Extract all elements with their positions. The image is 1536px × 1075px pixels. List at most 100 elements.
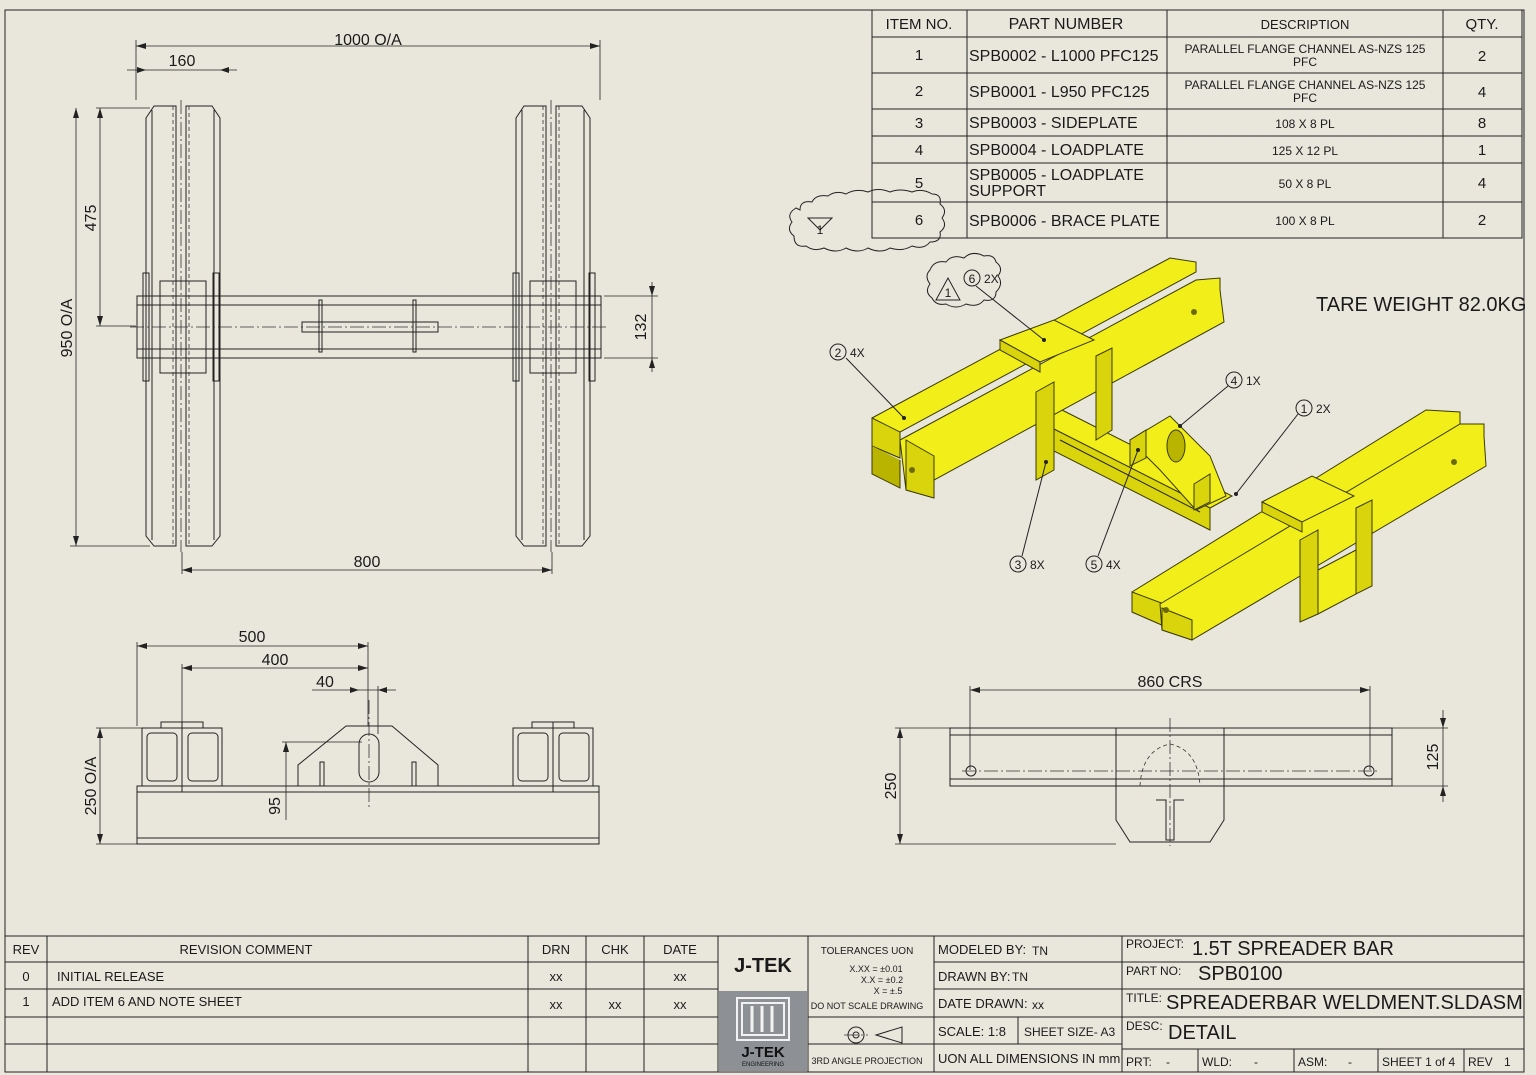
balloon-qty: 1X xyxy=(1246,374,1261,388)
dim-860: 860 CRS xyxy=(1138,674,1203,691)
dim-40: 40 xyxy=(316,674,334,691)
bom-cell: 100 X 8 PL xyxy=(1275,214,1335,228)
part-no-label: PART NO: xyxy=(1126,964,1181,978)
balloon-qty: 8X xyxy=(1030,558,1045,572)
bom-header-part: PART NUMBER xyxy=(1009,16,1124,33)
bom-header-qty: QTY. xyxy=(1465,16,1498,33)
drawn-by-value: TN xyxy=(1012,970,1028,984)
tolerance-line: X.X = ±0.2 xyxy=(861,975,903,985)
logo-text-small: J-TEK xyxy=(741,1044,785,1061)
projection-label: 3RD ANGLE PROJECTION xyxy=(811,1056,922,1066)
logo-text: J-TEK xyxy=(734,955,792,977)
dim-1000: 1000 O/A xyxy=(334,32,402,49)
tolerances-block: TOLERANCES UON X.XX = ±0.01 X.X = ±0.2 X… xyxy=(807,935,935,1073)
rev-cell: xx xyxy=(674,997,688,1012)
bom-cell: PFC xyxy=(1293,55,1317,69)
bom-cell: 4 xyxy=(1478,175,1486,192)
bom-cell: SPB0006 - BRACE PLATE xyxy=(969,213,1160,230)
rev-cell: 1 xyxy=(22,994,29,1009)
bom-cell: SPB0002 - L1000 PFC125 xyxy=(969,48,1159,65)
rev-cell: xx xyxy=(550,997,564,1012)
do-not-scale: DO NOT SCALE DRAWING xyxy=(811,1001,924,1011)
top-view: 1000 O/A 160 475 950 O/A 132 800 xyxy=(59,32,658,574)
wld-value: - xyxy=(1254,1055,1258,1069)
dim-800: 800 xyxy=(354,554,381,571)
sheet-size: SHEET SIZE- A3 xyxy=(1024,1025,1115,1039)
dim-125: 125 xyxy=(1425,744,1442,771)
bom-cell: PARALLEL FLANGE CHANNEL AS-NZS 125 xyxy=(1185,42,1426,56)
balloon-number: 4 xyxy=(1231,374,1238,388)
projection-symbol-icon xyxy=(844,1026,903,1044)
balloon-1: 1 2X xyxy=(1234,399,1331,496)
rev-cell: xx xyxy=(609,997,623,1012)
balloon-qty: 4X xyxy=(1106,558,1121,572)
bom-cell: 6 xyxy=(915,212,923,229)
asm-label: ASM: xyxy=(1298,1055,1327,1069)
balloon-qty: 4X xyxy=(850,346,865,360)
dim-160: 160 xyxy=(169,53,196,70)
revision-table: REV REVISION COMMENT DRN CHK DATE 0 INIT… xyxy=(4,935,719,1073)
project-label: PROJECT: xyxy=(1126,937,1184,951)
modeled-by-value: TN xyxy=(1032,944,1048,958)
bom-cell: 108 X 8 PL xyxy=(1275,117,1335,131)
bom-cell: 5 xyxy=(915,175,923,192)
tolerances-title: TOLERANCES UON xyxy=(821,946,914,957)
date-drawn-value: xx xyxy=(1032,998,1044,1012)
sheet-number: SHEET 1 of 4 xyxy=(1382,1055,1455,1069)
drawing-info-block: MODELED BY: TN DRAWN BY: TN DATE DRAWN: … xyxy=(933,935,1123,1073)
dim-950: 950 O/A xyxy=(59,298,76,357)
balloon-number: 2 xyxy=(835,346,842,360)
balloon-4: 4 1X xyxy=(1178,371,1261,428)
drawn-by-label: DRAWN BY: xyxy=(938,969,1010,984)
rev-cell: INITIAL RELEASE xyxy=(57,969,164,984)
balloon-number: 1 xyxy=(1301,402,1308,416)
rev-cell: xx xyxy=(550,969,564,984)
dim-132: 132 xyxy=(633,314,650,341)
balloon-qty: 2X xyxy=(984,272,999,286)
rev-cell: 0 xyxy=(22,969,29,984)
logo-subtitle: ENGINEERING xyxy=(742,1062,784,1068)
bom-header-item: ITEM NO. xyxy=(886,16,953,33)
rev-cell: ADD ITEM 6 AND NOTE SHEET xyxy=(52,994,242,1009)
dim-250: 250 xyxy=(883,773,900,800)
date-drawn-label: DATE DRAWN: xyxy=(938,996,1028,1011)
asm-value: - xyxy=(1348,1055,1352,1069)
bom-cell: SPB0005 - LOADPLATE xyxy=(969,167,1144,184)
balloon-number: 6 xyxy=(969,272,976,286)
units-note: UON ALL DIMENSIONS IN mm xyxy=(938,1051,1120,1066)
bom-cell: PFC xyxy=(1293,91,1317,105)
balloon-5: 5 4X xyxy=(1085,448,1140,573)
rev-triangle-number: 1 xyxy=(945,286,952,300)
isometric-view: 1 6 2X 2 4X 4 1X 1 2X xyxy=(829,252,1487,641)
tare-weight: TARE WEIGHT 82.0KG xyxy=(1316,294,1526,316)
prt-value: - xyxy=(1166,1055,1170,1069)
bom-table: ITEM NO. PART NUMBER DESCRIPTION QTY. 1 … xyxy=(871,9,1523,239)
prt-label: PRT: xyxy=(1126,1055,1152,1069)
tolerance-line: X.XX = ±0.01 xyxy=(849,964,902,974)
desc-value: DETAIL xyxy=(1168,1022,1237,1044)
rev-value: 1 xyxy=(1504,1055,1511,1069)
project-value: 1.5T SPREADER BAR xyxy=(1192,938,1394,960)
bom-cell: PARALLEL FLANGE CHANNEL AS-NZS 125 xyxy=(1185,78,1426,92)
balloon-6: 1 6 2X xyxy=(926,252,1046,342)
balloon-2: 2 4X xyxy=(829,343,906,420)
balloon-qty: 2X xyxy=(1316,402,1331,416)
balloon-number: 5 xyxy=(1091,558,1098,572)
tolerance-line: X = ±.5 xyxy=(874,986,903,996)
bom-cell: SPB0004 - LOADPLATE xyxy=(969,142,1144,159)
bom-cell: SPB0001 - L950 PFC125 xyxy=(969,84,1150,101)
rev-header-drn: DRN xyxy=(542,942,570,957)
side-view: 860 CRS 250 125 xyxy=(883,674,1448,846)
rev-header-chk: CHK xyxy=(601,942,629,957)
balloon-3: 3 8X xyxy=(1009,460,1048,573)
rev-label: REV xyxy=(1468,1055,1493,1069)
rev-cell: xx xyxy=(674,969,688,984)
rev-header-comment: REVISION COMMENT xyxy=(180,942,313,957)
title-label: TITLE: xyxy=(1126,991,1162,1005)
bom-cell: 1 xyxy=(1478,142,1486,159)
dim-250oa: 250 O/A xyxy=(83,756,100,815)
front-view: 500 400 40 250 O/A 95 xyxy=(83,629,600,845)
bom-cell: SUPPORT xyxy=(969,183,1046,200)
balloon-number: 3 xyxy=(1015,558,1022,572)
